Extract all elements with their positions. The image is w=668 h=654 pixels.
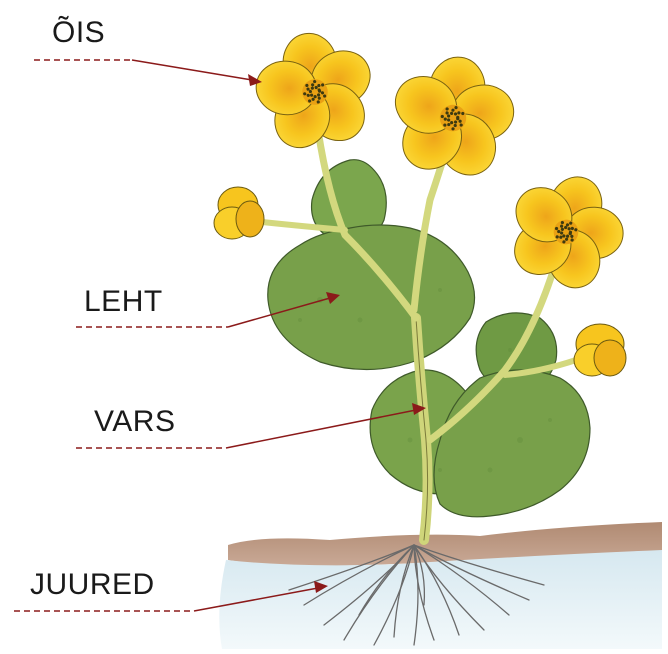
bud-left bbox=[214, 187, 264, 239]
bud-right bbox=[574, 324, 626, 376]
flower-top-left bbox=[241, 23, 389, 166]
leaf-large-left bbox=[268, 225, 475, 370]
label-stem: VARS bbox=[94, 407, 175, 437]
label-leaf: LEHT bbox=[84, 287, 163, 317]
flower-top-middle bbox=[378, 48, 528, 192]
label-flower: ÕIS bbox=[52, 18, 105, 48]
label-roots: JUURED bbox=[30, 570, 155, 600]
flower-right bbox=[486, 157, 644, 311]
flower-pointer-line bbox=[132, 60, 252, 80]
ground bbox=[219, 522, 662, 649]
water-area bbox=[219, 550, 662, 649]
